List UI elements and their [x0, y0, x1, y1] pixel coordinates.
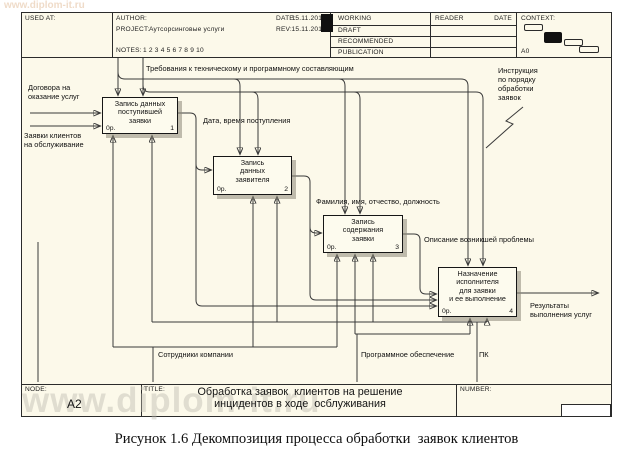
notes-numbers: 1 2 3 4 5 6 7 8 9 10 [143, 47, 204, 54]
date-label: DATE: [276, 15, 296, 22]
activity-box-3-number: 3 [395, 244, 399, 251]
activity-box-3-cost: 0р. [327, 244, 337, 251]
status-publication: PUBLICATION [338, 48, 384, 56]
used-at-label: USED AT: [25, 15, 56, 22]
status-recommended: RECOMMENDED [338, 37, 394, 45]
header-row-divider [331, 36, 517, 37]
title-label: TITLE: [144, 386, 165, 393]
control-branch-a-box2 [233, 78, 240, 154]
reader-date-label: DATE [494, 15, 512, 22]
number-box [561, 404, 611, 417]
control-rail-a [117, 71, 468, 265]
notes-label: NOTES: [116, 47, 142, 54]
header-context-cell: CONTEXT: A0 [517, 13, 611, 58]
flow-box2-to-box4 [292, 175, 436, 300]
number-label: NUMBER: [460, 386, 492, 393]
input-label-contracts: Договора на оказание услуг [28, 83, 80, 102]
context-label: CONTEXT: [521, 15, 556, 22]
mechanism-label-staff: Сотрудники компании [158, 350, 234, 359]
watermark-top: www.diplom-it.ru [4, 0, 85, 11]
date-value: 15.11.2012 [291, 15, 326, 22]
reader-label: READER [435, 15, 464, 22]
activity-box-4-label: Назначение исполнителя для заявки и ее в… [449, 269, 506, 304]
context-node-icon [564, 39, 583, 46]
flow-label-name: Фамилия, имя, отчество, должность [316, 197, 440, 206]
node-label: NODE: [25, 386, 47, 393]
control-rail-b [142, 84, 483, 265]
control-label-instruction: Инструкция по порядку обработки заявок [498, 66, 538, 103]
context-node-icon [579, 46, 599, 53]
mechanism-label-pc: ПК [479, 350, 489, 359]
footer-divider [141, 384, 142, 416]
figure-caption: Рисунок 1.6 Декомпозиция процесса обрабо… [114, 431, 519, 447]
control-label-requirements: Требования к техническому и программному… [146, 64, 354, 73]
header-row-divider [331, 25, 517, 26]
flow-box1-to-box2 [195, 163, 211, 170]
flow-box2-to-box3 [309, 226, 321, 233]
input-label-requests: Заявки клиентов на обслуживание [24, 131, 84, 150]
flow-label-datetime: Дата, время поступления [203, 116, 291, 125]
header-used-at-cell: USED AT: [22, 13, 113, 58]
node-value: A2 [67, 397, 82, 411]
status-marker [321, 14, 333, 32]
project-label: PROJECT: [116, 26, 150, 33]
footer-strip [22, 384, 611, 416]
activity-box-3-label: Запись содержания заявки [342, 217, 384, 243]
activity-box-4-number: 4 [509, 308, 513, 315]
activity-box-2-cost: 0р. [217, 186, 227, 193]
footer-divider [456, 384, 457, 416]
header-row-divider [331, 47, 517, 48]
activity-box-1: Запись данных поступившей заявки 0р. 1 [102, 97, 178, 134]
context-node-icon-current [544, 32, 562, 43]
rev-value: 15.11.2012 [291, 26, 326, 33]
activity-box-4-cost: 0р. [442, 308, 452, 315]
instruction-callout-line [485, 106, 524, 149]
activity-box-1-number: 1 [170, 125, 174, 132]
header-status-cell: WORKING DRAFT RECOMMENDED PUBLICATION [331, 13, 431, 58]
flow-box3-to-box4 [403, 233, 436, 294]
project-value: Аутсорсинговые услуги [149, 26, 225, 33]
activity-box-2-label: Запись данных заявителя [235, 158, 270, 184]
output-label-results: Результаты выполнения услуг [530, 301, 592, 320]
activity-box-4: Назначение исполнителя для заявки и ее в… [438, 267, 517, 317]
control-branch-b-box3 [353, 91, 360, 213]
context-node-icon [524, 24, 543, 31]
rev-label: REV: [276, 26, 292, 33]
status-working: WORKING [338, 15, 372, 22]
control-branch-b-box2 [251, 91, 258, 154]
flow-box1-to-box4 [178, 112, 436, 306]
activity-box-1-label: Запись данных поступившей заявки [114, 99, 166, 125]
activity-box-2: Запись данных заявителя 0р. 2 [213, 156, 292, 195]
header-author-cell: AUTHOR: PROJECT: Аутсорсинговые услуги N… [113, 13, 331, 58]
activity-box-3: Запись содержания заявки 0р. 3 [323, 215, 403, 253]
author-label: AUTHOR: [116, 15, 148, 22]
diagram-title: Обработка заявок клиентов на решение инц… [197, 386, 403, 411]
header-reader-cell: READER DATE [431, 13, 517, 58]
mechanism-label-software: Программное обеспечение [361, 350, 455, 359]
activity-box-1-cost: 0р. [106, 125, 116, 132]
watermark-bottom: www.diplom-it.ru [22, 381, 321, 420]
context-node-id: A0 [521, 48, 530, 55]
control-branch-a-box3 [338, 78, 345, 213]
flow-label-problem: Описание возникшей проблемы [424, 235, 534, 244]
activity-box-2-number: 2 [284, 186, 288, 193]
status-draft: DRAFT [338, 26, 361, 34]
